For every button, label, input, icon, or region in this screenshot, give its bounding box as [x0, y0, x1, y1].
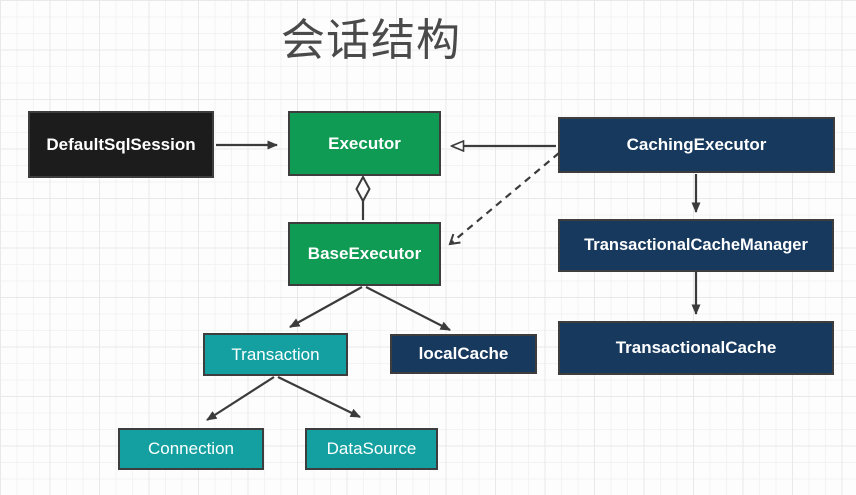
node-transactional-cache: TransactionalCache: [558, 321, 834, 375]
node-connection: Connection: [118, 428, 264, 470]
diagram-title: 会话结构: [281, 16, 461, 65]
edge-baseexecutor-transaction: [289, 286, 363, 328]
edge-transaction-connection: [206, 376, 275, 421]
node-local-cache: localCache: [390, 334, 537, 374]
node-executor: Executor: [288, 111, 441, 176]
aggregation-diamond: [355, 174, 371, 204]
node-data-source: DataSource: [305, 428, 438, 470]
node-default-sql-session: DefaultSqlSession: [28, 111, 214, 178]
edge-baseexecutor-localcache: [365, 286, 451, 331]
node-caching-executor: CachingExecutor: [558, 117, 835, 173]
node-base-executor: BaseExecutor: [288, 222, 441, 286]
edge-cachingexecutor-baseexecutor-dashed: [448, 152, 560, 246]
node-transactional-cache-manager: TransactionalCacheManager: [558, 219, 834, 272]
edge-transaction-datasource: [277, 376, 361, 418]
node-transaction: Transaction: [203, 333, 348, 376]
